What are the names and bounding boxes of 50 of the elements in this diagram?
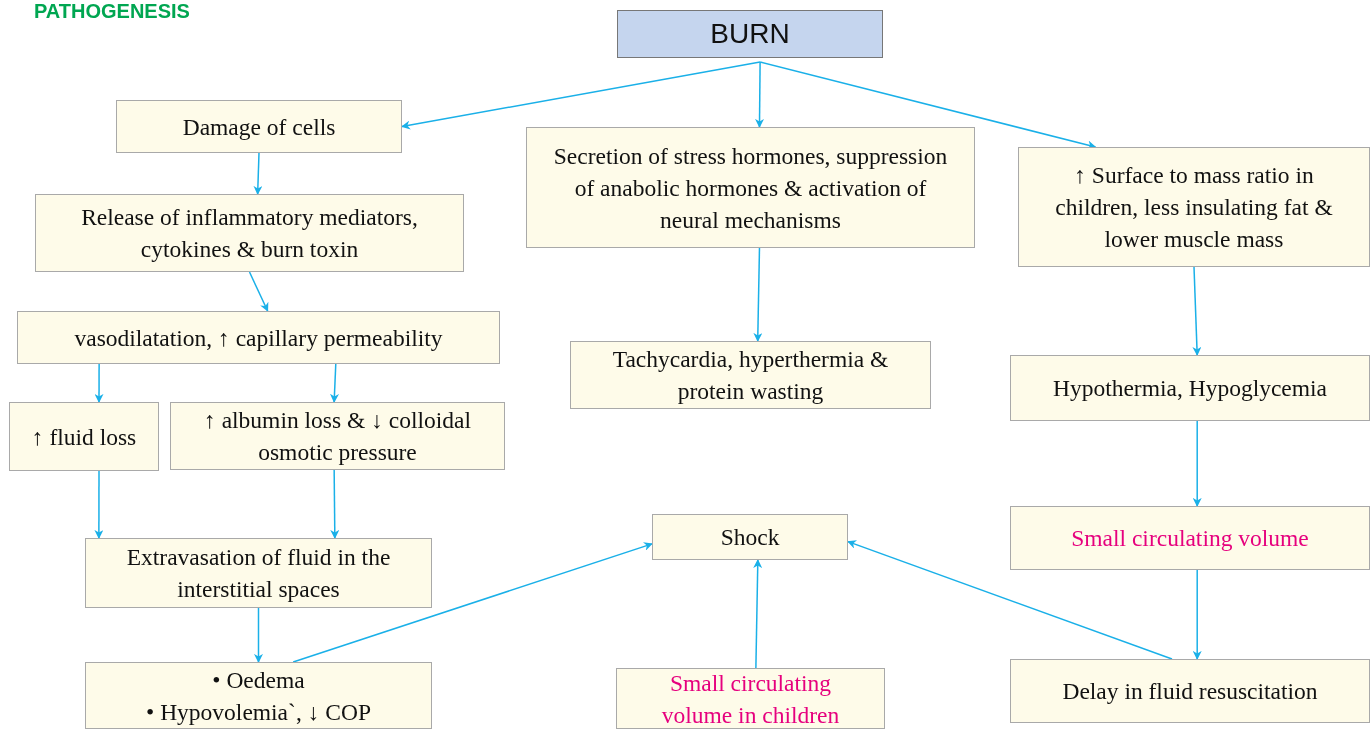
box-text: ↑ Surface to mass ratio in children, less insulating fat & lower muscle mass xyxy=(1054,161,1334,254)
arrow xyxy=(94,363,104,403)
arrow xyxy=(94,470,104,539)
box-text: • Hypovolemia`, ↓ COP xyxy=(146,697,371,727)
process-box xyxy=(85,538,432,608)
arrow xyxy=(847,540,1173,660)
arrow xyxy=(254,607,263,663)
box-text: Tachycardia, hyperthermia & protein wasting xyxy=(611,345,890,406)
box-text: vasodilatation, ↑ capillary permeability xyxy=(74,323,443,353)
arrow xyxy=(1192,420,1202,507)
box-text: Delay in fluid resuscitation xyxy=(1062,677,1318,706)
arrow xyxy=(248,271,269,312)
root-box xyxy=(617,10,883,58)
arrow xyxy=(401,61,761,130)
process-box xyxy=(1010,659,1370,723)
arrow xyxy=(253,152,263,195)
arrow xyxy=(330,363,339,403)
process-box xyxy=(116,100,402,153)
box-text: Damage of cells xyxy=(182,112,336,142)
process-box xyxy=(170,402,505,470)
arrow xyxy=(753,247,763,342)
process-box xyxy=(1018,147,1370,267)
heading: PATHOGENESIS xyxy=(34,0,190,22)
process-box xyxy=(616,668,885,729)
box-text: Small circulating volume in children xyxy=(660,668,841,729)
box-text: Extravasation of fluid in the interstitial spaces xyxy=(125,543,392,604)
arrow xyxy=(755,61,765,128)
process-box xyxy=(1010,355,1370,421)
process-box xyxy=(9,402,159,471)
box-text: Small circulating volume xyxy=(1071,524,1309,553)
process-box xyxy=(652,514,848,560)
process-box xyxy=(85,662,432,729)
process-box xyxy=(526,127,975,248)
arrow xyxy=(330,469,340,539)
box-text: Secretion of stress hormones, suppression of anabolic hormones & activation of neural mechanisms xyxy=(552,141,949,235)
process-box xyxy=(570,341,931,409)
box-text: BURN xyxy=(710,18,790,50)
arrow xyxy=(1192,266,1202,356)
process-box xyxy=(35,194,464,272)
process-box xyxy=(17,311,500,364)
arrow xyxy=(753,559,763,669)
arrow xyxy=(292,542,653,663)
box-text: ↑ fluid loss xyxy=(31,422,137,452)
box-text: Hypothermia, Hypoglycemia xyxy=(1052,374,1328,403)
box-text: • Oedema xyxy=(212,665,305,695)
box-text: Release of inflammatory mediators, cytokines & burn toxin xyxy=(80,203,419,264)
box-text: ↑ albumin loss & ↓ colloidal osmotic pressure xyxy=(203,406,472,467)
box-text: Shock xyxy=(720,523,780,552)
arrow xyxy=(1192,569,1202,660)
process-box xyxy=(1010,506,1370,570)
